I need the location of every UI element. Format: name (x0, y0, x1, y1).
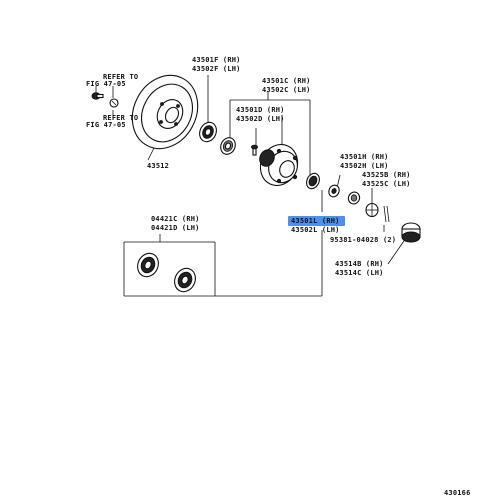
label-43501F: 43501F (RH) (192, 56, 241, 64)
label-43512: 43512 (147, 162, 169, 170)
label-43525C: 43525C (LH) (362, 180, 411, 188)
refer-note-3: REFER TO (103, 114, 138, 122)
screw (91, 92, 104, 100)
label-04421C: 04421C (RH) (151, 215, 200, 223)
outer-bearing (199, 121, 217, 143)
nut-lock (365, 202, 379, 218)
selected-part-highlight (288, 216, 345, 226)
label-43514C: 43514C (LH) (335, 269, 384, 277)
hub-nut (347, 191, 361, 205)
axle-hub (259, 143, 299, 187)
refer-note-2: FIG 47-05 (86, 80, 126, 88)
label-43502C: 43502C (LH) (262, 86, 311, 94)
outer-hub-bearing (306, 172, 320, 190)
diagram-id: 430166 (444, 489, 471, 497)
inner-seal (220, 137, 236, 155)
label-43501C: 43501C (RH) (262, 77, 311, 85)
bearing-kit-bearing (174, 267, 196, 293)
label-43502L: 43502L (LH) (291, 226, 340, 234)
label-43501D: 43501D (RH) (236, 106, 285, 114)
thrust-washer (328, 184, 340, 198)
refer-note-1: REFER TO (103, 73, 138, 81)
bearing-kit-seal (137, 252, 159, 278)
label-43525B: 43525B (RH) (362, 171, 411, 179)
label-43502D: 43502D (LH) (236, 115, 285, 123)
label-43502F: 43502F (LH) (192, 65, 241, 73)
cotter-pin (383, 205, 390, 223)
label-43502H: 43502H (LH) (340, 162, 389, 170)
labels: REFER TO FIG 47-05 REFER TO FIG 47-05 43… (86, 56, 471, 497)
label-43501L: 43501L (RH) (291, 217, 340, 225)
label-95381: 95381-04028 (2) (330, 236, 396, 244)
grease-cap (401, 222, 421, 243)
brake-disc (131, 74, 199, 150)
label-43514B: 43514B (RH) (335, 260, 384, 268)
washer-symbol (109, 98, 119, 108)
label-43501H: 43501H (RH) (340, 153, 389, 161)
label-04421D: 04421D (LH) (151, 224, 200, 232)
refer-note-4: FIG 47-05 (86, 121, 126, 129)
hub-bolt (251, 144, 258, 156)
